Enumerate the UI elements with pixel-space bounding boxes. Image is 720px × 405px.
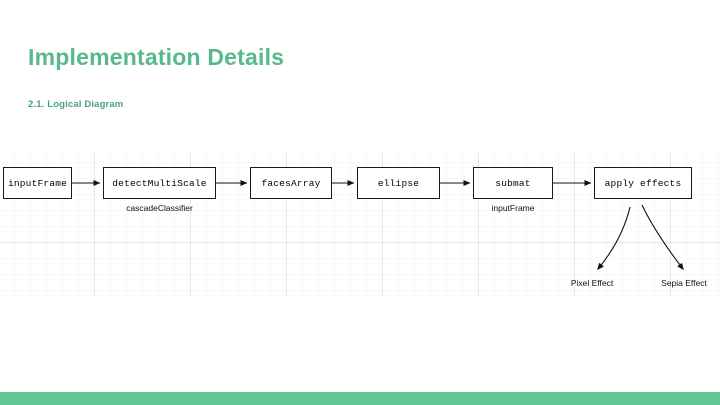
edge-applyeffects-to-sepiaeffect xyxy=(641,204,684,271)
node-faces-array[interactable]: facesArray xyxy=(250,167,332,199)
section-subtitle: 2.1. Logical Diagram xyxy=(28,99,124,110)
node-apply-effects[interactable]: apply effects xyxy=(594,167,692,199)
logical-diagram: inputFrame detectMultiScale facesArray e… xyxy=(0,152,720,297)
diagram-connectors xyxy=(72,180,684,271)
node-input-frame[interactable]: inputFrame xyxy=(3,167,72,199)
leaf-label-sepia-effect: Sepia Effect xyxy=(661,278,707,288)
node-ellipse[interactable]: ellipse xyxy=(357,167,440,199)
footer-accent-bar xyxy=(0,392,720,405)
node-submat[interactable]: submat xyxy=(473,167,553,199)
sublabel-input-frame: inputFrame xyxy=(491,203,535,213)
leaf-label-pixel-effect: Pixel Effect xyxy=(570,278,614,288)
page-title: Implementation Details xyxy=(28,44,285,70)
edge-applyeffects-to-pixeleffect xyxy=(597,206,631,271)
node-detect-multi-scale[interactable]: detectMultiScale xyxy=(103,167,216,199)
sublabel-cascade-classifier: cascadeClassifier xyxy=(126,203,193,213)
